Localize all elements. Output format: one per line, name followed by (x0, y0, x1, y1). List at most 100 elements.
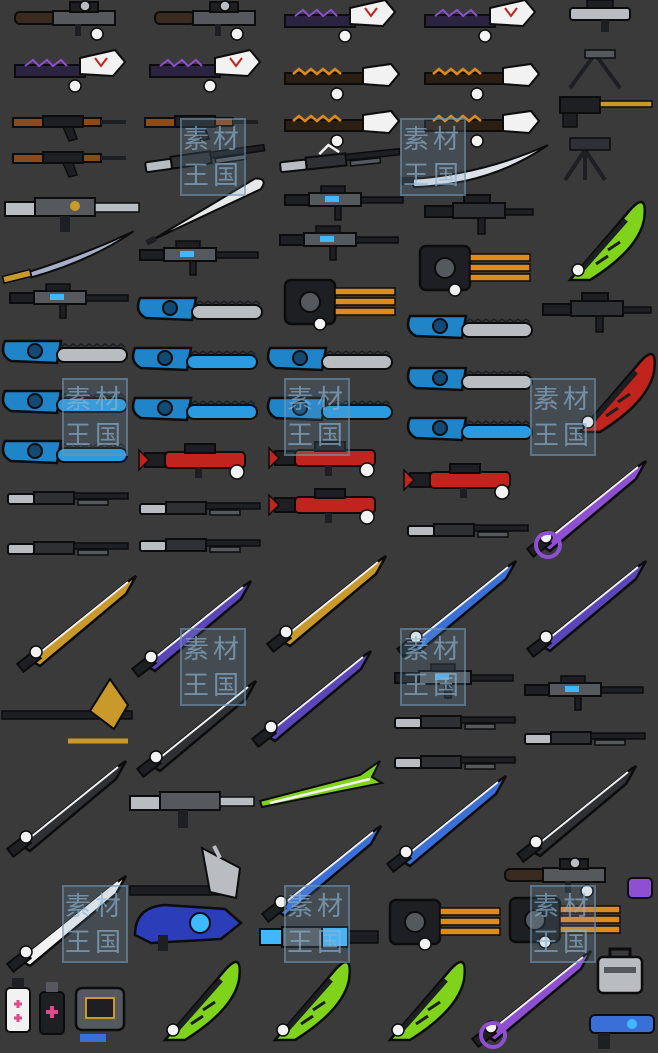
watermark-line1: 素材 (286, 385, 347, 415)
flame-launcher-icon (423, 62, 541, 102)
watermark-line2: 王国 (286, 421, 347, 451)
red-bazooka-icon (138, 443, 246, 480)
katana-icon (1, 230, 135, 285)
dragon-launcher-icon (14, 49, 126, 93)
watermark: 素材 王国 (284, 378, 350, 456)
curved-sword-icon (400, 144, 549, 189)
ammo-box-icon (74, 986, 126, 1042)
watermark-line1: 素材 (182, 125, 243, 155)
watermark-line1: 素材 (532, 892, 593, 922)
watermark-line1: 素材 (402, 125, 463, 155)
watermark-line1: 素材 (402, 635, 463, 665)
purple-blade-icon (526, 559, 648, 658)
blue-chainsaw-icon (266, 346, 394, 372)
gatling-gun-icon (283, 278, 397, 332)
machine-gun-icon (559, 96, 653, 128)
blue-grenade-launcher-icon (259, 926, 379, 948)
rocket-launcher-icon (154, 0, 256, 41)
scoped-pistol-icon (569, 0, 631, 32)
blue-rifle-icon (284, 185, 404, 221)
lime-scythe-icon (165, 962, 240, 1040)
blue-blade-icon (386, 774, 508, 873)
assault-rifle-icon (12, 151, 127, 178)
pink-potion-icon (5, 978, 31, 1033)
watermark-line2: 王国 (64, 928, 125, 958)
watermark: 素材 王国 (284, 885, 350, 963)
blue-chainsaw-icon (406, 416, 534, 442)
gatling-gun-icon (418, 244, 532, 298)
watermark: 素材 王国 (180, 628, 246, 706)
red-bazooka-icon (403, 463, 511, 500)
watermark-line2: 王国 (532, 928, 593, 958)
watermark: 素材 王国 (62, 378, 128, 456)
watermark-line2: 王国 (182, 671, 243, 701)
dragon-launcher-icon (424, 0, 536, 43)
gold-blade-icon (16, 574, 138, 673)
watermark-line1: 素材 (532, 385, 593, 415)
watermark-line2: 王国 (182, 161, 243, 191)
flame-launcher-icon (283, 109, 401, 149)
blue-chainsaw-icon (406, 366, 534, 392)
watermark-line2: 王国 (402, 161, 463, 191)
heavy-rifle-icon (129, 791, 255, 828)
purple-item-icon (627, 877, 653, 899)
purple-sword-icon (526, 459, 648, 559)
tripod-gun-icon (563, 137, 611, 182)
watermark: 素材 王国 (400, 628, 466, 706)
blue-chainsaw-icon (406, 314, 534, 340)
gatling-gun-icon (388, 898, 502, 952)
lime-scythe-icon (390, 962, 465, 1040)
pump-shotgun-icon (524, 731, 646, 746)
battle-axe-icon (1, 677, 133, 744)
watermark: 素材 王国 (62, 885, 128, 963)
pink-potion-icon (39, 982, 65, 1035)
crossbow-axe-icon (129, 845, 242, 900)
watermark: 素材 王国 (530, 885, 596, 963)
smg-icon (424, 194, 534, 235)
pump-shotgun-icon (139, 501, 261, 516)
flame-launcher-icon (283, 62, 401, 102)
blue-rifle-icon (524, 675, 644, 711)
red-bazooka-icon (268, 488, 376, 525)
pump-shotgun-icon (407, 523, 529, 538)
blue-chainsaw-icon (131, 396, 259, 422)
black-blade-icon (6, 759, 128, 858)
purple-sword-icon (471, 949, 593, 1049)
blue-blaster-icon (133, 903, 243, 951)
bipod-icon (568, 49, 622, 90)
watermark-line1: 素材 (64, 385, 125, 415)
watermark: 素材 王国 (180, 118, 246, 196)
blue-rifle-icon (9, 283, 129, 319)
pump-shotgun-icon (394, 715, 516, 730)
lime-scythe-icon (275, 962, 350, 1040)
watermark: 素材 王国 (400, 118, 466, 196)
blue-rifle-icon (139, 240, 259, 276)
rocket-launcher-icon (14, 0, 116, 41)
blue-chainsaw-icon (136, 296, 264, 322)
lime-leek-icon (258, 760, 385, 809)
watermark-line1: 素材 (64, 892, 125, 922)
blue-chainsaw-icon (131, 346, 259, 372)
baseball-bat-icon (145, 177, 265, 246)
watermark-line1: 素材 (182, 635, 243, 665)
blue-pistol-icon (589, 1014, 655, 1049)
pump-shotgun-icon (394, 755, 516, 770)
purple-blade-icon (251, 649, 373, 748)
dragon-shotgun-icon (278, 143, 402, 175)
toolbox-icon (596, 947, 644, 995)
dragon-launcher-icon (284, 0, 396, 43)
watermark-line1: 素材 (286, 892, 347, 922)
watermark: 素材 王国 (530, 378, 596, 456)
watermark-line2: 王国 (402, 671, 463, 701)
watermark-line2: 王国 (286, 928, 347, 958)
smg-icon (542, 292, 652, 333)
heavy-rifle-icon (4, 197, 140, 232)
pump-shotgun-icon (139, 538, 261, 553)
lime-scythe-icon (570, 202, 645, 280)
watermark-line2: 王国 (64, 421, 125, 451)
assault-rifle-icon (12, 115, 127, 142)
dragon-launcher-icon (149, 49, 261, 93)
pump-shotgun-icon (7, 491, 129, 506)
pump-shotgun-icon (7, 541, 129, 556)
